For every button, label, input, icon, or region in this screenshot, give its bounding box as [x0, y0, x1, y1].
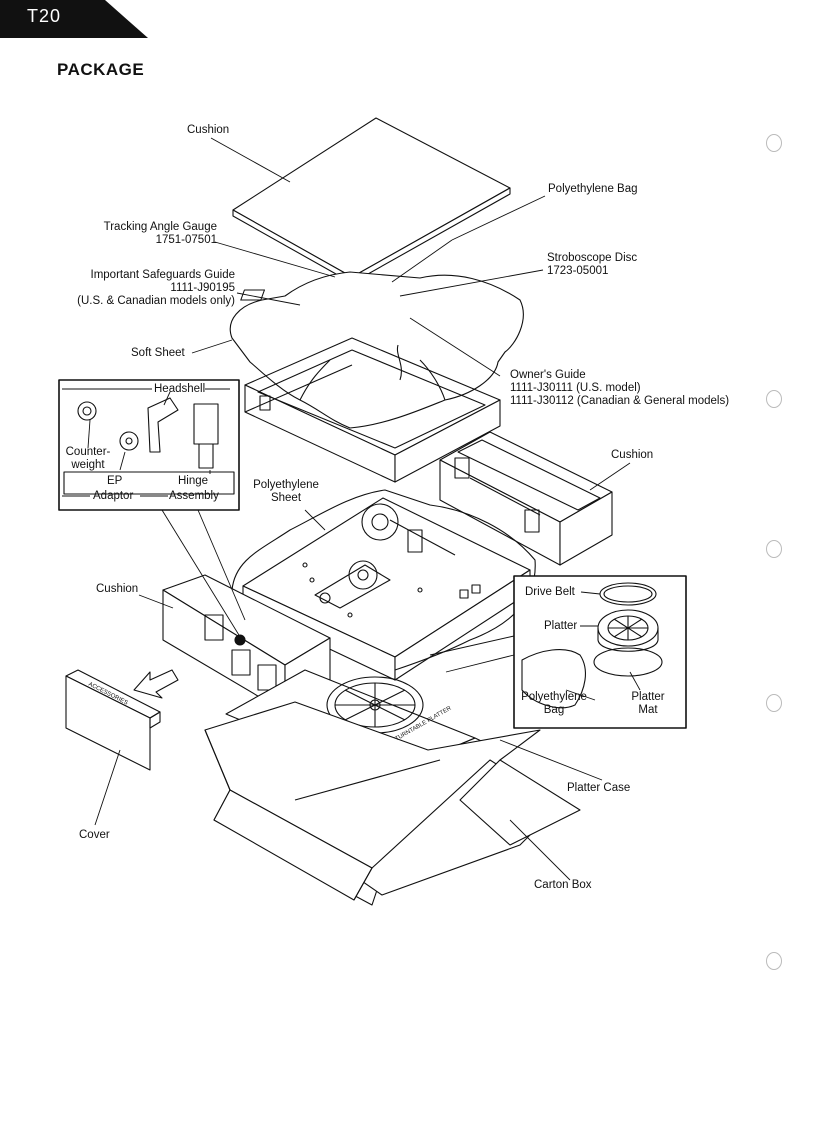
label-platter-case: Platter Case: [567, 782, 631, 794]
binder-hole: [766, 134, 782, 152]
right-side-cushion: [439, 431, 613, 566]
label-cushion-right: Cushion: [611, 449, 654, 461]
label-soft-sheet: Soft Sheet: [131, 347, 185, 359]
label-cover: Cover: [79, 829, 110, 841]
leader-lines: [87, 137, 641, 881]
label-hinge: Hinge: [178, 475, 209, 487]
model-tab-label: T20: [27, 6, 62, 26]
insert-arrow: [133, 669, 179, 699]
binder-hole: [766, 952, 782, 970]
binder-hole: [766, 540, 782, 558]
label-counterweight: Counter-weight: [65, 446, 111, 471]
binder-hole: [766, 694, 782, 712]
label-carton-box: Carton Box: [534, 879, 592, 891]
carton-box: [204, 701, 581, 906]
binder-hole: [766, 390, 782, 408]
turntable-body: [242, 497, 531, 681]
platter-parts: [521, 582, 663, 709]
label-ep: EP: [107, 475, 123, 487]
label-assembly: Assembly: [169, 490, 219, 502]
soft-sheet: [229, 271, 524, 429]
label-platter: Platter: [544, 620, 578, 632]
dust-cover: [244, 337, 501, 483]
accessories-cover: [65, 669, 161, 771]
top-cushion-board: [232, 117, 511, 284]
label-adaptor: Adaptor: [93, 490, 134, 502]
page-title: PACKAGE: [57, 60, 145, 79]
label-drive-belt: Drive Belt: [525, 586, 575, 598]
label-cushion-left: Cushion: [96, 583, 139, 595]
model-tab: [0, 0, 148, 38]
label-headshell: Headshell: [154, 383, 206, 395]
label-polyethylene-bag: Polyethylene Bag: [548, 183, 638, 195]
label-cushion-top: Cushion: [187, 124, 230, 136]
polyethylene-sheet: [231, 489, 536, 671]
inset-parts: [62, 388, 235, 497]
